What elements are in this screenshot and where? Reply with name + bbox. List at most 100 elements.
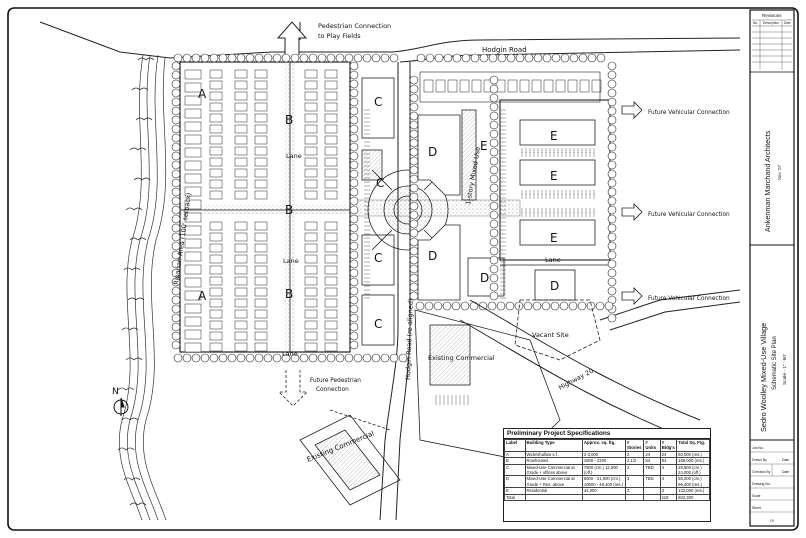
house-footprint [234, 276, 248, 286]
tree [489, 192, 499, 202]
tree [209, 353, 219, 363]
house-footprint [254, 124, 268, 134]
house-footprint [254, 309, 268, 319]
house-footprint [234, 254, 248, 264]
house-footprint [254, 298, 268, 308]
block-label-a1: A [198, 87, 207, 101]
label-lane-2: Lane [283, 257, 299, 265]
tree [489, 237, 499, 247]
tree [409, 129, 419, 139]
tb-field-drawing-no: Drawing No. [752, 482, 771, 486]
tree [263, 53, 273, 63]
tree [452, 53, 462, 63]
house-footprint [304, 342, 318, 352]
tree [353, 353, 363, 363]
tree [349, 205, 359, 215]
house-footprint [209, 298, 223, 308]
spec-header: Approx. sq. ftg. [581, 439, 626, 452]
tree [416, 53, 426, 63]
house-footprint [184, 290, 202, 301]
tree [607, 133, 617, 143]
tree [489, 129, 499, 139]
tree [607, 241, 617, 251]
block-label-d4: D [550, 279, 559, 293]
house-footprint [184, 277, 202, 288]
house-footprint [543, 79, 554, 93]
house-footprint [254, 179, 268, 189]
house-footprint [304, 146, 318, 156]
house-footprint [304, 243, 318, 253]
house-footprint [209, 254, 223, 264]
table-cell: 119 [659, 493, 678, 502]
house-footprint [304, 135, 318, 145]
tree [409, 93, 419, 103]
house-footprint [184, 199, 202, 210]
house-footprint [209, 179, 223, 189]
house-footprint [304, 102, 318, 112]
block-label-d3: D [480, 271, 489, 285]
tree [349, 79, 359, 89]
tree [488, 53, 498, 63]
house-footprint [304, 179, 318, 189]
tree [245, 53, 255, 63]
tree [227, 353, 237, 363]
tree [349, 106, 359, 116]
tree [578, 53, 588, 63]
tree [349, 133, 359, 143]
table-cell: 4 [659, 475, 678, 489]
house-footprint [324, 298, 338, 308]
house-footprint [209, 342, 223, 352]
tree [489, 147, 499, 157]
table-cell: Wide/shallow s.f. [524, 450, 583, 459]
tree [469, 301, 479, 311]
tree [577, 301, 587, 311]
house-footprint [234, 232, 248, 242]
tree [409, 210, 419, 220]
house-footprint [324, 190, 338, 200]
tree [489, 138, 499, 148]
house-footprint [324, 113, 338, 123]
tree [489, 273, 499, 283]
block-label-e4: E [480, 139, 488, 153]
table-cell: 3 [624, 475, 645, 489]
tree [409, 192, 419, 202]
tree [489, 264, 499, 274]
tree [489, 246, 499, 256]
tree [349, 286, 359, 296]
tree [218, 53, 228, 63]
house-footprint [304, 254, 318, 264]
house-footprint [184, 316, 202, 327]
tb-field-date1: Date [782, 458, 789, 462]
house-footprint [209, 168, 223, 178]
spec-header: # Bldg's [659, 439, 678, 452]
house-footprint [324, 102, 338, 112]
house-footprint [435, 79, 446, 93]
tree [349, 142, 359, 152]
house-footprint [234, 80, 248, 90]
tree [489, 201, 499, 211]
tree [489, 282, 499, 292]
tree [489, 219, 499, 229]
tree [362, 53, 372, 63]
d-blocks [417, 109, 576, 301]
tree [489, 255, 499, 265]
tree [489, 210, 499, 220]
tree [200, 53, 210, 63]
tree [409, 228, 419, 238]
tree [218, 353, 228, 363]
house-footprint [254, 342, 268, 352]
tree [236, 53, 246, 63]
tree [409, 183, 419, 193]
house-footprint [254, 265, 268, 275]
house-footprint [567, 79, 578, 93]
tree [371, 53, 381, 63]
tree [349, 70, 359, 80]
house-footprint [324, 342, 338, 352]
house-footprint [471, 79, 482, 93]
house-footprint [324, 80, 338, 90]
house-footprint [324, 91, 338, 101]
project-title: Sedro Woolley Mixed-Use Village [759, 323, 768, 432]
tree [349, 214, 359, 224]
